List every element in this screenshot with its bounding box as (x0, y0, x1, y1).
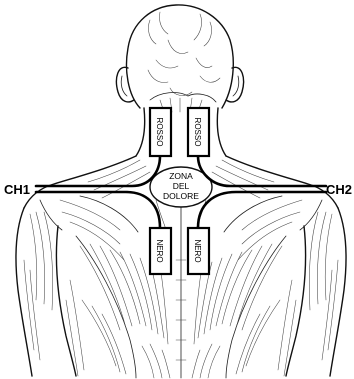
pain-zone-label-line2: DEL (173, 181, 190, 191)
pain-zone-label-line3: DOLORE (163, 191, 199, 201)
pain-zone-label-line1: ZONA (169, 171, 193, 181)
ch2-wire-lower (198, 192, 326, 228)
head-illustration (116, 5, 243, 156)
channel-label-ch1: CH1 (4, 182, 30, 197)
pad-label-upper-right: ROSSO (193, 118, 202, 147)
electrode-pad-upper-left: ROSSO (150, 108, 171, 156)
ch2-wire-upper (198, 156, 326, 186)
pad-label-lower-right: NERO (193, 239, 202, 262)
electrode-pad-lower-left: NERO (150, 228, 171, 274)
electrode-pad-upper-right: ROSSO (188, 108, 209, 156)
ch1-wire-lower (36, 192, 160, 228)
pad-label-lower-left: NERO (155, 239, 164, 262)
channel-label-ch2: CH2 (326, 182, 352, 197)
pad-label-upper-left: ROSSO (155, 118, 164, 147)
electrode-pad-lower-right: NERO (188, 228, 209, 274)
